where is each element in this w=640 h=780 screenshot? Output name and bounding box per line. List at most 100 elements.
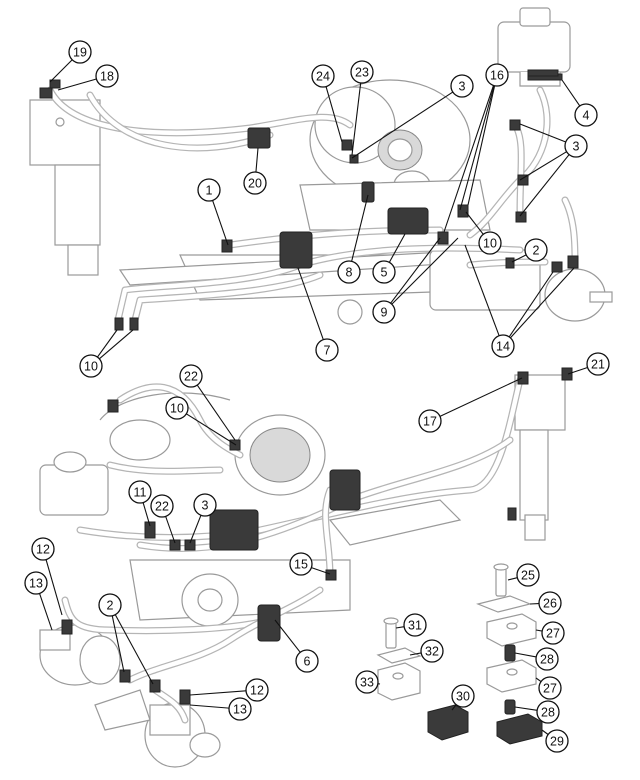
callout-circle	[355, 670, 379, 694]
callout-number: 23	[355, 66, 369, 80]
callout-number: 4	[583, 109, 590, 123]
callout: 3	[351, 74, 474, 159]
callout-circle	[450, 74, 474, 98]
callout: 27	[535, 676, 562, 700]
callout-number: 12	[36, 543, 50, 557]
callout-number: 9	[381, 306, 388, 320]
callout: 11	[128, 480, 152, 527]
callout-leader	[535, 629, 543, 632]
callout-leader	[45, 559, 63, 616]
callout-leader	[57, 78, 97, 91]
callout-circle	[418, 409, 442, 433]
callout-leader	[196, 384, 236, 441]
callout-circle	[535, 647, 559, 671]
callout-circle	[311, 64, 335, 88]
callout-circle	[574, 103, 598, 127]
callout-number: 30	[456, 690, 470, 704]
callout-leader	[165, 516, 176, 544]
callout: 33	[355, 670, 381, 694]
bottom-assembly	[39, 367, 573, 768]
callout-circle	[128, 480, 152, 504]
callout-leader	[274, 619, 301, 653]
callout-number: 21	[591, 358, 605, 372]
callout-circle	[372, 260, 396, 284]
callout-number: 19	[73, 46, 87, 60]
callout-leader	[519, 123, 566, 143]
callout-leader	[465, 211, 484, 235]
callout: 10	[79, 329, 134, 378]
callout-number: 16	[490, 69, 504, 83]
callout: 5	[372, 233, 406, 284]
callout: 13	[24, 571, 53, 631]
cylinder-left	[29, 99, 101, 276]
engine-block	[299, 79, 491, 231]
callout-number: 8	[346, 266, 353, 280]
callout: 24	[311, 64, 343, 143]
callout-number: 10	[483, 237, 497, 251]
callout-number: 20	[248, 177, 262, 191]
callout-number: 2	[107, 599, 114, 613]
callout: 22	[179, 364, 236, 441]
callout-number: 32	[425, 645, 439, 659]
callout-leader	[186, 413, 237, 446]
callout-leader	[111, 615, 125, 673]
callout-leader	[409, 652, 422, 656]
callout-leader	[142, 502, 151, 527]
callout: 4	[561, 79, 598, 127]
callout-leader	[114, 614, 154, 685]
callout-circle	[545, 729, 569, 753]
callout-circle	[586, 352, 610, 376]
callout-circle	[243, 171, 267, 195]
callout-circle	[538, 676, 562, 700]
callout: 26	[529, 591, 562, 615]
callout-number: 3	[459, 80, 466, 94]
callout-leader	[561, 79, 581, 107]
callout-leader	[519, 154, 570, 217]
callout: 29	[541, 729, 569, 753]
callout-leader	[511, 254, 527, 263]
callout-leader	[388, 233, 406, 263]
oil-reservoir-bottom	[39, 451, 109, 516]
callout: 17	[418, 377, 523, 433]
callout: 12	[31, 537, 63, 616]
callout-number: 15	[294, 558, 308, 572]
callout-number: 22	[155, 500, 169, 514]
oil-reservoir	[497, 7, 571, 87]
callout-number: 31	[408, 619, 422, 633]
callout-number: 3	[202, 499, 209, 513]
callout-leader	[514, 652, 537, 658]
callout-number: 5	[381, 266, 388, 280]
callout-leader	[509, 267, 575, 339]
callout-leader	[541, 729, 549, 735]
callout-leader	[391, 237, 459, 305]
callout-number: 13	[29, 577, 43, 591]
callout-number: 27	[543, 682, 557, 696]
callout-number: 12	[250, 684, 264, 698]
callout-leader	[464, 244, 500, 336]
callout: 13	[189, 697, 252, 721]
callout-leader	[189, 515, 202, 544]
callout-leader	[39, 593, 53, 631]
callout-leader	[507, 577, 518, 581]
callout-number: 11	[134, 486, 147, 500]
callout-number: 26	[543, 597, 557, 611]
callout-circle	[541, 621, 565, 645]
callout-circle	[516, 563, 540, 587]
callout-leader	[351, 194, 369, 262]
callout: 12	[189, 678, 269, 702]
callout: 16	[443, 63, 509, 233]
callout-circle	[536, 700, 560, 724]
callout-circle	[295, 649, 319, 673]
callout: 9	[372, 237, 459, 324]
callout: 8	[337, 194, 369, 284]
callout-circle	[564, 134, 588, 158]
callout-leader	[514, 706, 538, 711]
clamp-kit-exploded	[376, 563, 543, 745]
callout-leader	[535, 677, 542, 683]
callout-circle	[228, 697, 252, 721]
callout-number: 24	[316, 70, 330, 84]
callout-circle	[150, 494, 174, 518]
callout-circle	[420, 639, 444, 663]
callout-leader	[443, 85, 495, 233]
callout: 28	[514, 700, 560, 724]
